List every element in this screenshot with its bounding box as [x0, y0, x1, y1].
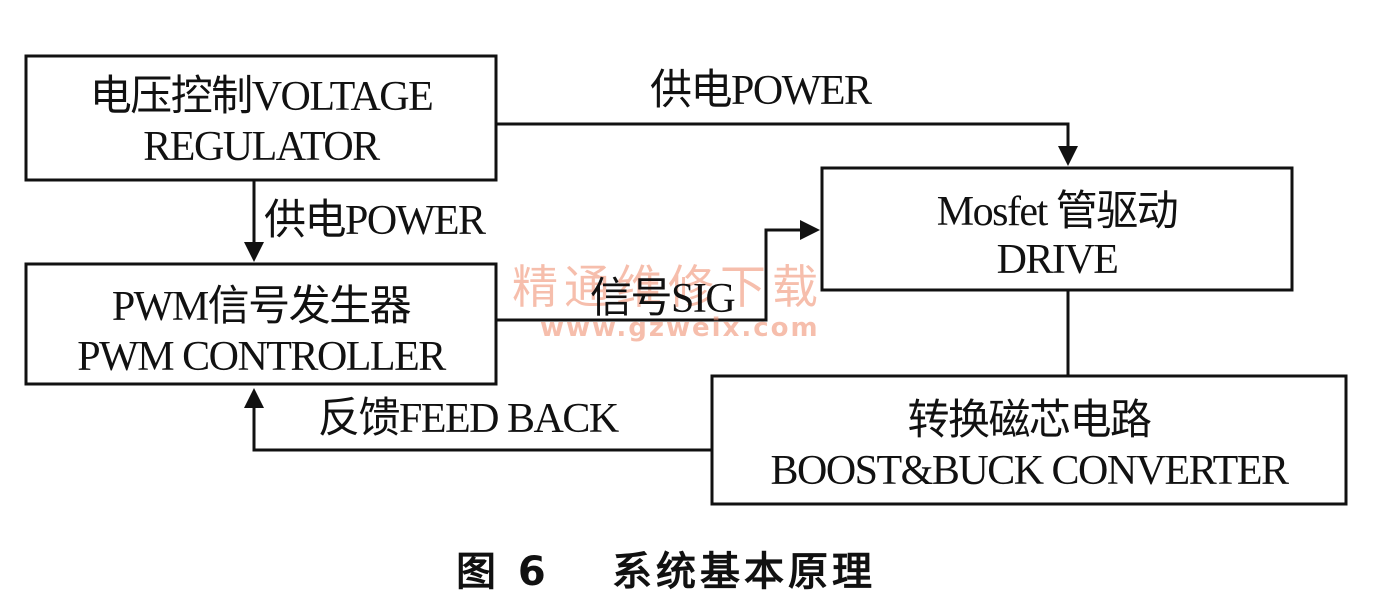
feedback-line — [252, 406, 712, 452]
figure-title: 系统基本原理 — [612, 549, 876, 595]
watermark-url: www.gzweix.com — [540, 313, 820, 343]
figure-number: 图 6 — [456, 549, 550, 595]
converter-label-line1: 转换磁芯电路 — [907, 398, 1151, 444]
signal-arrowhead — [800, 220, 820, 240]
power-arrowhead-drive — [1058, 146, 1078, 166]
power-to-drive-label: 供电POWER — [650, 68, 872, 114]
feedback-label: 反馈FEED BACK — [318, 396, 619, 442]
pwm-controller-label-line2: PWM CONTROLLER — [77, 334, 446, 380]
feedback-arrowhead — [244, 388, 264, 408]
converter-box — [710, 374, 1348, 506]
mosfet-drive-label-line2: DRIVE — [997, 237, 1118, 283]
converter-label-line2: BOOST&BUCK CONVERTER — [770, 448, 1289, 494]
voltage-regulator-label-line1: 电压控制VOLTAGE — [90, 74, 433, 120]
watermark-text: 精通维修下载 — [512, 260, 824, 314]
signal-label: 信号SIG — [590, 276, 735, 322]
voltage-regulator-label-line2: REGULATOR — [143, 124, 380, 170]
power-to-pwm-label: 供电POWER — [264, 198, 486, 244]
pwm-controller-box — [24, 262, 498, 386]
voltage-regulator-box — [24, 54, 498, 182]
pwm-controller-label-line1: PWM信号发生器 — [112, 284, 411, 330]
mosfet-drive-label-line1: Mosfet 管驱动 — [937, 189, 1178, 235]
mosfet-drive-box — [820, 166, 1294, 292]
power-arrowhead-pwm — [244, 242, 264, 262]
signal-line — [496, 228, 802, 322]
power-line-to-drive — [496, 122, 1070, 148]
